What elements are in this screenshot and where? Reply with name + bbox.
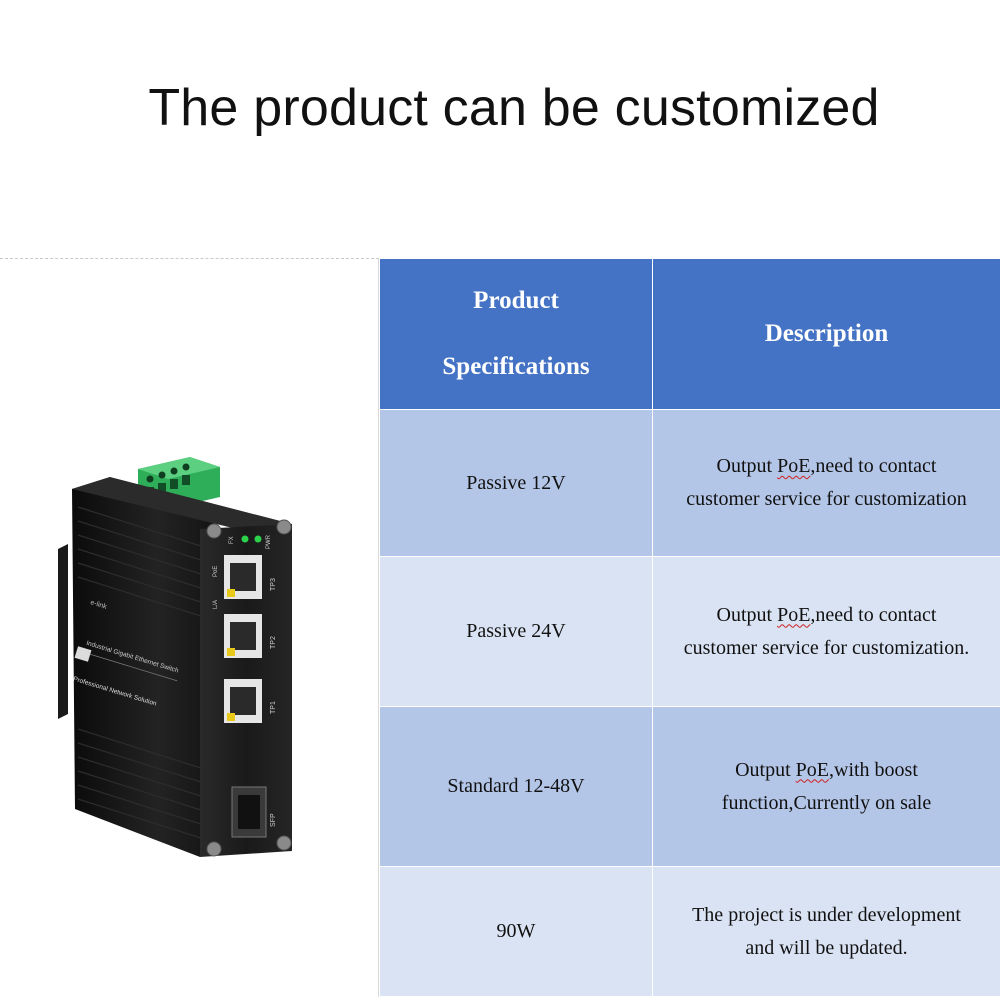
- switch-side-panel: [72, 477, 215, 857]
- spec-cell: Standard 12-48V: [380, 707, 653, 867]
- poe-label: PoE: [213, 566, 219, 577]
- rj45-port-tp1: [224, 679, 262, 723]
- ethernet-switch-image: e-link Industrial Gigabit Ethernet Switc…: [0, 259, 378, 997]
- description-cell: The project is under development and wil…: [653, 867, 1000, 997]
- table-row: 90W The project is under development and…: [380, 867, 1000, 997]
- port-label-tp3: TP3: [270, 578, 277, 591]
- description-cell: Output PoE,with boost function,Currently…: [653, 707, 1000, 867]
- page-title: The product can be customized: [0, 78, 1000, 138]
- port-label-tp1: TP1: [270, 701, 277, 714]
- sfp-port: [232, 787, 266, 837]
- spec-cell: 90W: [380, 867, 653, 997]
- din-rail-clip: [58, 544, 68, 719]
- spec-cell: Passive 24V: [380, 557, 653, 707]
- description-cell: Output PoE,need to contact customer serv…: [653, 557, 1000, 707]
- port-label-tp2: TP2: [270, 636, 277, 649]
- rj45-port-tp3: [224, 555, 262, 599]
- la-label: L/A: [213, 600, 219, 609]
- port-label-sfp: SFP: [270, 813, 277, 827]
- led-fx-label: FX: [229, 536, 235, 544]
- table-row: Passive 24V Output PoE,need to contact c…: [380, 557, 1000, 707]
- table-row: Passive 12V Output PoE,need to contact c…: [380, 410, 1000, 557]
- rj45-port-tp2: [224, 614, 262, 658]
- led-fx-icon: [242, 536, 249, 543]
- led-pwr-label: PWR: [266, 534, 272, 549]
- spec-cell: Passive 12V: [380, 410, 653, 557]
- table-row: Standard 12-48V Output PoE,with boost fu…: [380, 707, 1000, 867]
- led-pwr-icon: [255, 536, 262, 543]
- header-description: Description: [653, 259, 1000, 410]
- description-cell: Output PoE,need to contact customer serv…: [653, 410, 1000, 557]
- product-image-panel: e-link Industrial Gigabit Ethernet Switc…: [0, 258, 379, 997]
